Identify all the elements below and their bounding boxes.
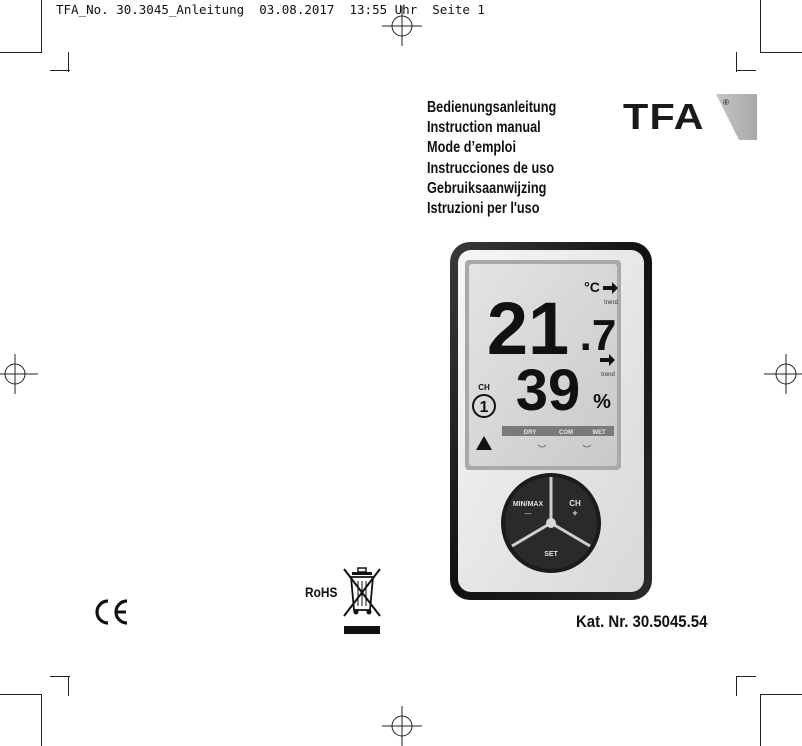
crop-mark [760,0,761,52]
channel-label: CH [478,383,490,392]
comfort-wet: WET [592,430,606,436]
crop-mark [0,52,42,53]
ch-button-sub: + [572,508,577,518]
temperature-main: 21 [487,287,569,370]
title-it: Istruzioni per l'uso [427,200,540,218]
crop-mark [68,52,69,72]
registered-mark: ® [723,98,729,107]
crop-mark [50,70,70,71]
crop-mark [736,676,756,677]
thermo-hygrometer-device: 21 .7 °C trend 39 % trend CH 1 DRY COM W… [450,242,652,600]
comfort-com: COM [559,430,573,436]
temperature-decimal: .7 [580,311,617,360]
temperature-unit: °C [584,279,600,295]
title-de: Bedienungsanleitung [427,99,557,116]
minmax-button-sub: — [525,510,532,517]
trend-arrow-icon [600,354,615,366]
crop-mark [41,0,42,52]
logo-text: TFA [623,96,705,137]
trend-label-humidity: trend [601,372,615,378]
tfa-logo: TFA ® [619,94,757,140]
comfort-dry: DRY [524,430,536,436]
title-nl: Gebruiksaanwijzing [427,179,547,197]
crop-mark [41,694,42,746]
print-slug: TFA_No. 30.3045_Anleitung 03.08.2017 13:… [56,2,485,17]
humidity-unit: % [593,391,611,413]
crop-mark [0,694,42,695]
crop-mark [736,676,737,696]
lcd-screen [469,264,617,466]
ce-mark-icon [95,599,128,625]
comfort-face-icon [537,444,547,448]
comfort-indicator-icon [476,436,492,450]
minmax-button-label: MIN/MAX [513,501,544,508]
crop-mark [760,694,802,695]
weee-crossed-bin-icon [343,567,381,634]
crop-mark [760,52,802,53]
title-fr: Mode d’emploi [427,139,516,157]
channel-number: 1 [480,399,489,416]
title-es: Instrucciones de uso [427,159,555,177]
trend-arrow-icon [603,282,618,294]
crop-mark [68,676,69,696]
manual-titles: Bedienungsanleitung Instruction manual M… [427,98,585,219]
registration-mark-top [382,6,422,46]
crop-mark [50,676,70,677]
crop-mark [736,70,756,71]
set-button-label: SET [544,551,558,558]
registration-mark-right [764,354,802,394]
catalog-number: Kat. Nr. 30.5045.54 [576,612,708,631]
crop-mark [760,694,761,746]
channel-ring-icon [472,394,496,418]
trend-label-temperature: trend [604,300,618,306]
comfort-face-icon [582,444,592,448]
humidity-value: 39 [516,358,581,423]
registration-mark-left [0,354,38,394]
ch-button-label: CH [569,499,581,508]
title-en: Instruction manual [427,119,541,137]
comfort-bar [502,426,614,436]
rohs-label: RoHS [305,584,338,600]
registration-mark-bottom [382,706,422,746]
crop-mark [736,52,737,72]
